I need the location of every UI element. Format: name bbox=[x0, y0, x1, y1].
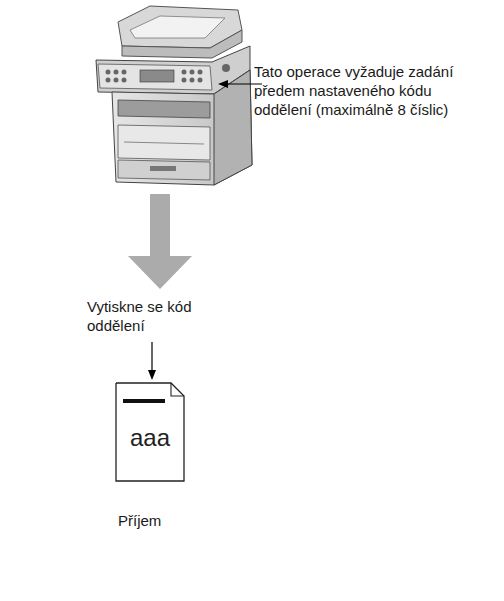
caption-text: Příjem bbox=[118, 511, 238, 530]
document-text: aaa bbox=[115, 424, 185, 452]
document-sheet: aaa bbox=[115, 382, 185, 482]
caption-text: Vytiskne se kód oddělení bbox=[87, 297, 217, 335]
callout-note: Tato operace vyžaduje zadání předem nast… bbox=[254, 62, 486, 119]
